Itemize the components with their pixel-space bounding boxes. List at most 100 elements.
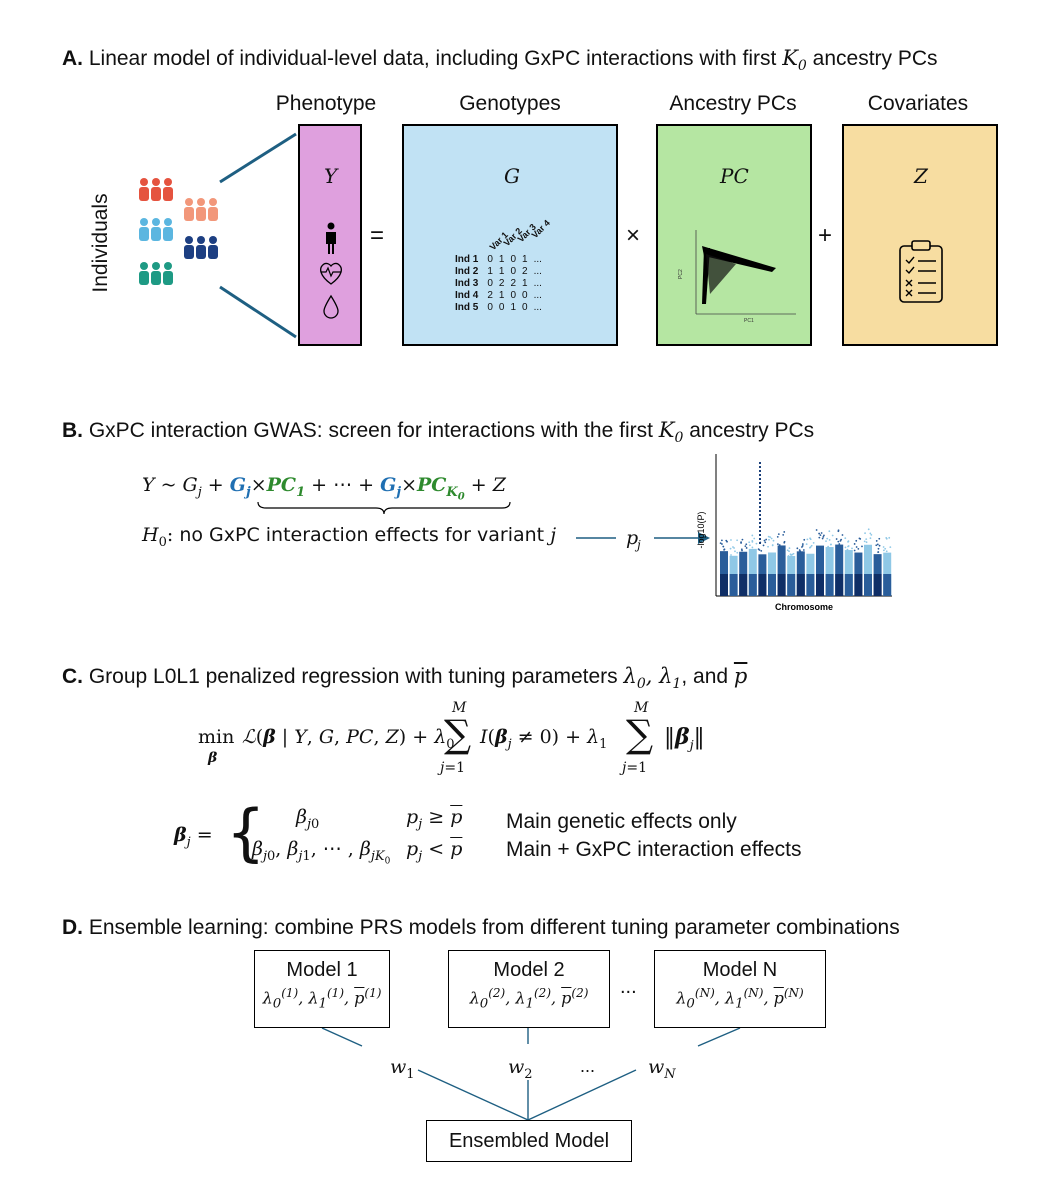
- manhattan-point: [789, 553, 792, 556]
- manhattan-point: [741, 549, 743, 552]
- section-d-title: D. Ensemble learning: combine PRS models…: [62, 916, 900, 940]
- manhattan-point: [732, 546, 734, 548]
- chromosome-band: [864, 544, 872, 596]
- genotype-cell: 1: [498, 290, 505, 301]
- manhattan-point: [801, 543, 804, 545]
- model-box-n: Model N λ0(N), λ1(N), p(N): [654, 950, 826, 1028]
- manhattan-point: [763, 539, 766, 542]
- manhattan-point: [744, 545, 747, 548]
- case1-description: Main genetic effects only: [506, 810, 737, 833]
- pc-axis-x-label: PC1: [744, 318, 754, 324]
- pbar-symbol: p: [733, 664, 748, 688]
- section-b-title-text: GxPC interaction GWAS: screen for intera…: [88, 419, 653, 442]
- manhattan-point: [730, 539, 732, 541]
- genotype-cell: 1: [510, 302, 517, 313]
- manhattan-point: [802, 549, 805, 551]
- equals-operator: =: [370, 222, 385, 249]
- k0-symbol: K0: [658, 418, 684, 447]
- manhattan-point: [889, 546, 892, 549]
- section-b-label: B.: [62, 419, 83, 442]
- genotype-cell: 2: [522, 266, 528, 277]
- manhattan-point: [798, 549, 801, 551]
- pj-label: p: [626, 527, 638, 549]
- chromosome-band: [739, 551, 748, 596]
- chromosome-band-base: [854, 574, 863, 596]
- genotype-row-label: Ind 4: [455, 290, 479, 301]
- manhattan-point: [851, 547, 853, 550]
- section-a-title: A. Linear model of individual-level data…: [62, 46, 938, 74]
- genotype-cell: 1: [522, 278, 528, 289]
- manhattan-point: [767, 535, 770, 538]
- manhattan-point: [751, 540, 754, 543]
- k0-symbol: K0: [782, 46, 807, 74]
- matrix-label-z: Z: [914, 164, 928, 188]
- section-b-title: B. GxPC interaction GWAS: screen for int…: [62, 418, 814, 446]
- section-c-title-and: , and: [681, 665, 729, 688]
- people-group-navy-icon: [184, 236, 218, 259]
- manhattan-point: [841, 534, 844, 536]
- manhattan-point: [778, 544, 781, 546]
- objective-function: min β ℒ(β | Y, G, PC, Z) + λ0 M ∑ j=1 I(…: [198, 700, 705, 776]
- chromosome-band: [825, 547, 834, 596]
- genotype-cell: 0: [487, 278, 493, 289]
- chromosome-band-base: [816, 574, 824, 596]
- manhattan-point: [736, 551, 739, 554]
- manhattan-point: [745, 543, 748, 546]
- manhattan-point: [885, 537, 888, 540]
- weight-1: w1: [390, 1056, 415, 1082]
- manhattan-point: [877, 551, 880, 554]
- manhattan-point: [870, 533, 873, 536]
- chromosome-band-base: [796, 574, 805, 596]
- genotype-cell: 0: [487, 302, 493, 313]
- manhattan-point: [765, 538, 768, 541]
- manhattan-point: [782, 533, 785, 536]
- manhattan-point: [827, 545, 830, 548]
- chromosome-band: [748, 548, 757, 596]
- manhattan-point: [828, 530, 831, 533]
- manhattan-point: [787, 555, 790, 557]
- manhattan-point: [818, 532, 821, 535]
- matrix-label-y: Y: [324, 164, 338, 188]
- chromosome-band-base: [768, 574, 776, 596]
- manhattan-point: [840, 538, 843, 541]
- manhattan-point: [786, 549, 789, 552]
- genotype-cell: 0: [487, 254, 493, 265]
- manhattan-point: [734, 550, 736, 553]
- arrow-head-icon: [698, 532, 710, 544]
- h0-statement: H0: no GxPC interaction effects for vari…: [142, 524, 557, 550]
- chromosome-band-base: [806, 574, 815, 596]
- genotype-cell: 0: [522, 290, 528, 301]
- genotype-cell: 0: [498, 302, 505, 313]
- manhattan-point: [844, 537, 847, 540]
- plus-operator: +: [818, 222, 833, 249]
- genotype-cell: 0: [510, 290, 517, 301]
- header-phenotype: Phenotype: [275, 92, 377, 115]
- interaction-brace: [257, 501, 511, 515]
- manhattan-point: [876, 543, 879, 546]
- manhattan-point: [755, 542, 758, 545]
- header-genotypes: Genotypes: [459, 92, 561, 115]
- manhattan-chromosome-bars: [720, 544, 892, 596]
- manhattan-point: [723, 548, 725, 551]
- manhattan-point: [864, 532, 866, 535]
- chromosome-band-base: [777, 574, 786, 596]
- model-title: Model N: [702, 959, 778, 981]
- heart-rate-icon: [320, 262, 342, 285]
- manhattan-point: [815, 529, 818, 531]
- manhattan-point: [760, 549, 763, 552]
- manhattan-point: [818, 536, 821, 539]
- times-operator: ×: [626, 222, 641, 249]
- genotype-cell: 1: [487, 266, 493, 277]
- manhattan-point: [745, 547, 748, 549]
- genotype-cell: ...: [533, 254, 542, 265]
- chromosome-band-base: [864, 574, 872, 596]
- manhattan-point: [725, 539, 728, 542]
- manhattan-point: [855, 539, 858, 542]
- genotype-cell: ...: [533, 290, 542, 301]
- manhattan-point: [768, 538, 770, 541]
- manhattan-point: [777, 533, 780, 536]
- manhattan-point: [875, 544, 878, 547]
- manhattan-point: [888, 536, 891, 539]
